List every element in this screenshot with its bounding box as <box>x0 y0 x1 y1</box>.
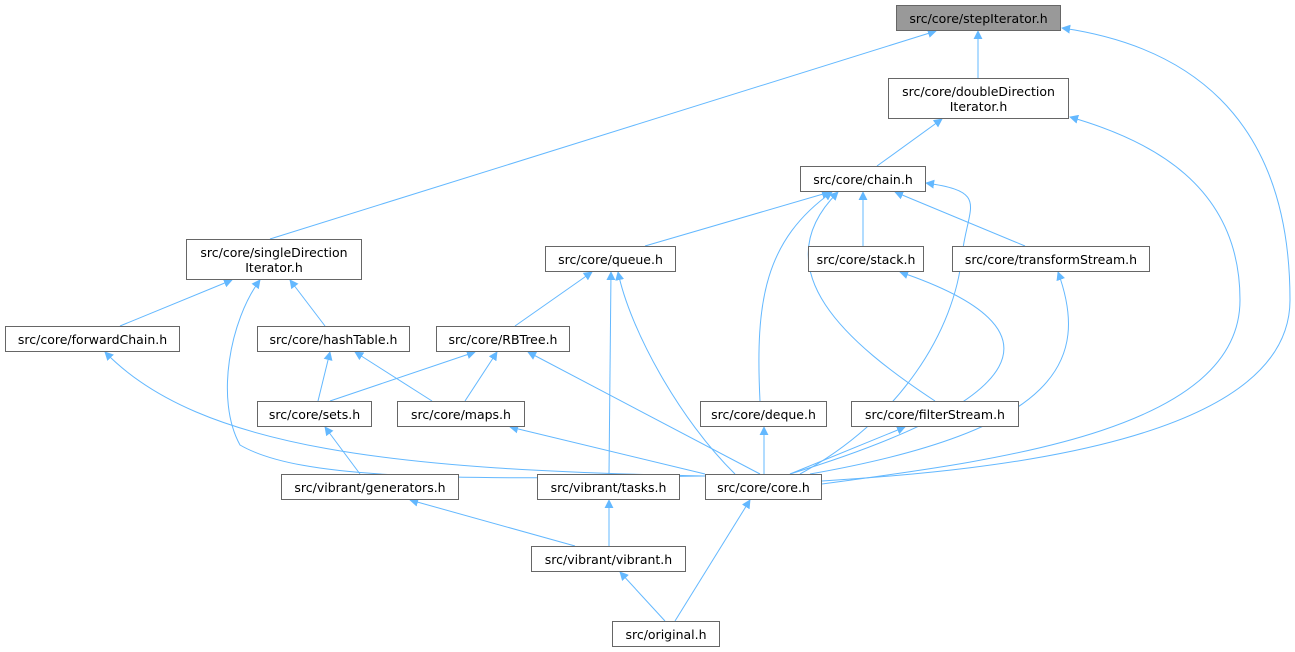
edge-core-to-chain <box>799 179 971 475</box>
edge-maps-to-rbtree <box>464 351 498 402</box>
edge-tasks-to-queue <box>606 271 616 475</box>
edge-core-to-transform <box>809 271 1069 475</box>
node-label: src/core/singleDirection <box>200 244 348 260</box>
edge-single-to-step <box>269 29 937 240</box>
node-label: src/core/hashTable.h <box>269 331 398 347</box>
node-label: src/core/filterStream.h <box>865 406 1005 422</box>
graph-node-step[interactable]: src/core/stepIterator.h <box>896 5 1061 31</box>
node-label: src/core/chain.h <box>813 171 913 187</box>
graph-node-filter[interactable]: src/core/filterStream.h <box>851 401 1019 427</box>
edge-original-to-vibrant <box>619 571 666 622</box>
edge-original-to-core <box>674 499 751 622</box>
edge-transform-to-chain <box>894 190 1026 247</box>
graph-node-transform[interactable]: src/core/transformStream.h <box>952 246 1150 272</box>
edge-deque-to-chain <box>758 191 833 402</box>
node-label: src/core/RBTree.h <box>448 331 558 347</box>
edge-maps-to-hash <box>354 351 433 402</box>
node-label: src/core/stepIterator.h <box>909 10 1048 26</box>
node-label: src/core/forwardChain.h <box>17 331 168 347</box>
edge-core-to-step <box>821 24 1291 482</box>
edge-core-to-filter <box>789 425 906 475</box>
edge-core-to-maps <box>509 424 706 475</box>
edge-generators-to-sets <box>324 426 361 475</box>
graph-node-chain[interactable]: src/core/chain.h <box>800 166 926 192</box>
node-label: src/vibrant/vibrant.h <box>544 551 673 567</box>
graph-node-core[interactable]: src/core/core.h <box>705 474 822 500</box>
node-label: Iterator.h <box>245 259 303 275</box>
edge-queue-to-chain <box>644 189 831 247</box>
node-label: src/core/transformStream.h <box>964 251 1138 267</box>
edge-sets-to-rbtree <box>329 350 476 402</box>
graph-node-vibrant[interactable]: src/vibrant/vibrant.h <box>531 546 686 572</box>
graph-node-deque[interactable]: src/core/deque.h <box>700 401 827 427</box>
edge-hash-to-single <box>289 279 326 327</box>
graph-node-sets[interactable]: src/core/sets.h <box>257 401 372 427</box>
edge-core-to-double <box>821 114 1241 485</box>
edge-chain-to-double <box>876 118 943 167</box>
graph-node-hash[interactable]: src/core/hashTable.h <box>257 326 410 352</box>
graph-node-tasks[interactable]: src/vibrant/tasks.h <box>537 474 680 500</box>
node-label: src/core/doubleDirection <box>902 83 1055 99</box>
edge-core-to-stack <box>789 270 1005 475</box>
edge-rbtree-to-queue <box>514 271 593 327</box>
node-label: src/original.h <box>625 626 707 642</box>
node-label: Iterator.h <box>949 98 1008 114</box>
node-label: src/core/stack.h <box>816 251 916 267</box>
node-label: src/core/sets.h <box>268 406 361 422</box>
edge-core-to-rbtree <box>527 351 761 475</box>
node-label: src/core/deque.h <box>711 406 816 422</box>
edge-core-to-queue <box>615 271 736 475</box>
graph-node-maps[interactable]: src/core/maps.h <box>397 401 525 427</box>
node-label: src/vibrant/tasks.h <box>550 479 667 495</box>
graph-node-generators[interactable]: src/vibrant/generators.h <box>281 474 459 500</box>
graph-node-rbtree[interactable]: src/core/RBTree.h <box>436 326 570 352</box>
graph-node-forward[interactable]: src/core/forwardChain.h <box>5 326 180 352</box>
edge-sets-to-hash <box>317 351 333 402</box>
node-label: src/core/queue.h <box>558 251 663 267</box>
edge-vibrant-to-generators <box>409 497 576 547</box>
graph-node-original[interactable]: src/original.h <box>612 621 720 647</box>
graph-node-stack[interactable]: src/core/stack.h <box>808 246 924 272</box>
node-label: src/core/maps.h <box>411 406 511 422</box>
edge-filter-to-chain <box>807 191 936 402</box>
edge-core-to-single <box>226 279 706 479</box>
edge-core-to-forward <box>104 351 706 477</box>
graph-node-queue[interactable]: src/core/queue.h <box>545 246 676 272</box>
node-label: src/core/core.h <box>717 479 810 495</box>
edge-forward-to-single <box>119 278 233 327</box>
node-label: src/vibrant/generators.h <box>294 479 446 495</box>
